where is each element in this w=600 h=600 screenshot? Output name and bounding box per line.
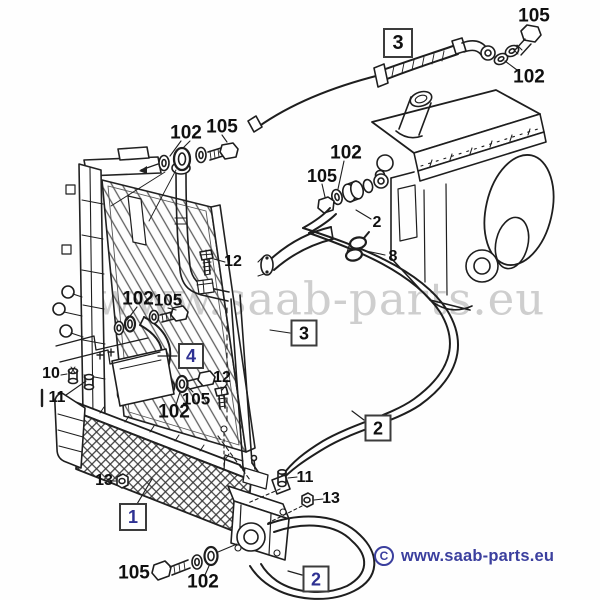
washer-icon	[195, 146, 207, 164]
callout-102-4: 102	[170, 122, 202, 144]
banjo-bolt-icon-top-right	[512, 24, 542, 56]
callout-102-10: 102	[122, 288, 154, 310]
callout-105-11: 105	[153, 290, 183, 310]
fitting-washers-radiator-top	[110, 134, 239, 222]
clamp-icon-8	[344, 231, 386, 262]
washer-icon	[158, 154, 170, 172]
dashed-guides	[217, 307, 303, 524]
callout-11-14: 11	[48, 389, 66, 406]
hose-cooler-return	[249, 515, 376, 600]
callout-4-12[interactable]: 4	[178, 343, 204, 369]
callout-13-21: 13	[95, 472, 113, 489]
callout-2-27[interactable]: 2	[302, 565, 330, 593]
callout-10-13: 10	[42, 365, 60, 382]
bolt-icon	[151, 559, 191, 581]
callout-2-20[interactable]: 2	[364, 414, 392, 442]
callout-12-15: 12	[224, 253, 242, 270]
bolt-icon	[187, 370, 216, 390]
banjo-bolt-icon	[317, 196, 335, 214]
callout-105-7: 105	[306, 166, 338, 186]
callout-102-2: 102	[513, 66, 545, 88]
leader-lines	[136, 355, 365, 576]
copyright-link[interactable]: C www.saab-parts.eu	[374, 546, 554, 566]
stud-icons-10	[60, 366, 95, 391]
callout-13-23: 13	[322, 490, 340, 507]
callout-105-1: 105	[518, 5, 550, 27]
callout-11-22: 11	[296, 469, 314, 486]
washer-icons-top-right	[493, 44, 520, 66]
leader-11-left	[40, 380, 87, 408]
nut-icon-13-right	[301, 492, 324, 508]
bolt-icon	[207, 142, 239, 161]
washer-icon	[191, 554, 203, 570]
seal-ring-icon	[172, 146, 192, 172]
callout-3-3[interactable]: 3	[383, 28, 413, 58]
engine-drawing	[371, 89, 555, 311]
stud-icon-11-right	[277, 468, 298, 488]
callout-8-9: 8	[388, 248, 398, 265]
callout-1-24[interactable]: 1	[119, 503, 147, 531]
washer-icon	[362, 178, 374, 194]
callout-105-25: 105	[118, 562, 150, 584]
callout-2-8: 2	[372, 214, 382, 231]
mounting-bracket-drawing	[55, 335, 175, 407]
fitting-washers-bottom	[151, 543, 238, 581]
copyright-text: www.saab-parts.eu	[401, 546, 555, 565]
washer-icon	[113, 320, 125, 336]
hose-top	[247, 24, 542, 133]
callout-105-5: 105	[206, 116, 238, 138]
nut-icon-13-left	[112, 473, 129, 489]
screw-icon-12-bottom	[214, 386, 229, 410]
callout-12-16: 12	[213, 369, 231, 386]
screw-icon-12-top	[196, 249, 226, 295]
callout-3-19[interactable]: 3	[290, 319, 318, 347]
seal-ring-icon	[203, 545, 219, 567]
seal-ring-icon	[123, 315, 137, 333]
callout-105-17: 105	[181, 389, 211, 409]
fitting-washers-cooler-left	[113, 305, 189, 336]
cooler-end-housing-drawing	[223, 454, 290, 561]
hose-radiator-elbow	[257, 226, 334, 334]
callout-102-6: 102	[330, 142, 362, 164]
seal-ring-icon	[175, 374, 189, 394]
callout-102-26: 102	[187, 571, 219, 593]
copyright-symbol-icon: C	[374, 546, 394, 566]
callout-102-18: 102	[158, 401, 190, 423]
washer-icon	[148, 309, 160, 325]
